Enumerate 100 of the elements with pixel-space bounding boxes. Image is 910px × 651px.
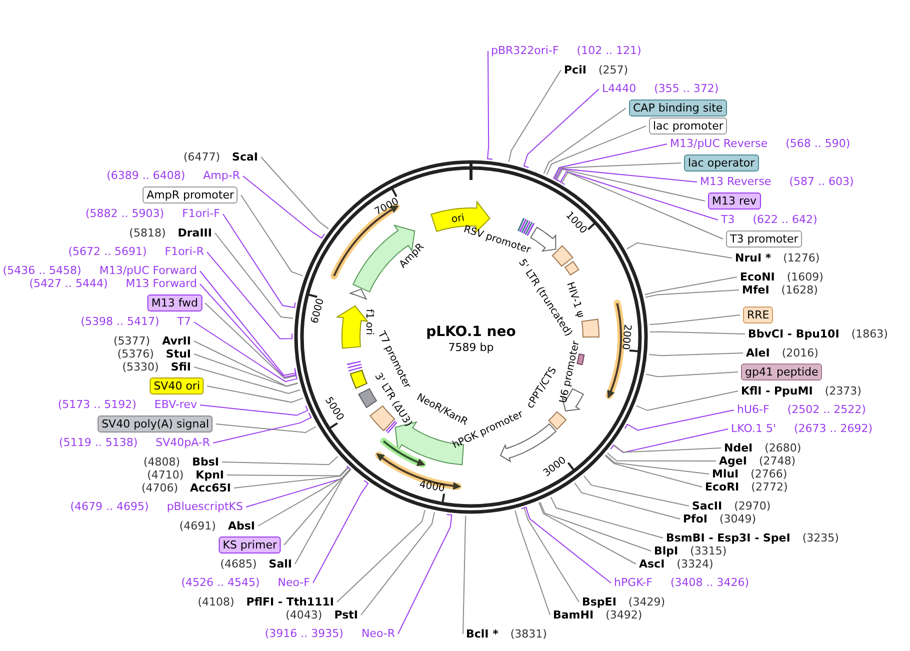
feature-tag: T3 promoter	[726, 230, 802, 248]
restriction-site-name: KpnI	[196, 468, 224, 482]
leader-line	[613, 444, 722, 453]
restriction-site-name: AgeI	[719, 454, 747, 468]
leader-line	[508, 70, 562, 162]
leader-line	[648, 352, 744, 356]
leader-line	[583, 475, 690, 506]
feature-tag: CAP binding site	[629, 100, 727, 116]
site-position: (6477)	[183, 150, 220, 164]
plasmid-size: 7589 bp	[448, 341, 494, 354]
leader-line	[538, 502, 636, 564]
restriction-site-name: PflFI - Tth111I	[246, 596, 334, 608]
leader-line	[294, 469, 352, 564]
restriction-site-name: NdeI	[724, 442, 753, 454]
site-position: (2373)	[824, 384, 862, 398]
leader-line	[645, 290, 740, 298]
leader-line	[246, 466, 352, 508]
restriction-site-name: AvrII	[162, 334, 191, 348]
primer-name: M13/pUC Reverse	[670, 137, 768, 151]
site-position: (3235)	[802, 532, 839, 544]
primer-position: (587 .. 603)	[789, 175, 854, 189]
restriction-site-name: EcoRI	[705, 480, 740, 494]
leader-line	[242, 176, 325, 239]
restriction-site-name: ScaI	[232, 150, 258, 164]
leader-line	[194, 354, 299, 387]
primer-name: hPGK-F	[614, 576, 652, 590]
primer-position: (2502 .. 2522)	[787, 403, 866, 417]
leader-line	[604, 455, 702, 488]
feature-tag: SV40 ori	[150, 378, 204, 394]
leader-line	[561, 172, 724, 240]
restriction-site-name: BlpI	[654, 544, 678, 558]
primer-position: (5173 .. 5192)	[58, 398, 136, 412]
leader-line	[553, 144, 668, 181]
leader-line	[206, 386, 304, 403]
feature-label: ori	[450, 212, 466, 226]
feature-tag: lac promoter	[649, 118, 728, 134]
leader-line	[574, 482, 680, 520]
site-position: (3429)	[628, 596, 665, 608]
site-position: (3831)	[510, 628, 547, 640]
leader-line	[206, 252, 292, 340]
restriction-site-name: SacII	[692, 500, 722, 512]
primer-position: (5672 .. 5691)	[68, 245, 147, 259]
primer-name: EBV-rev	[154, 398, 197, 412]
feature-tag: gp41 peptide	[741, 364, 822, 380]
scale-number: 4000	[418, 479, 446, 494]
site-position: (1863)	[851, 328, 888, 340]
restriction-site-name: Acc65I	[190, 482, 231, 494]
leader-line	[646, 372, 738, 378]
feature-tag: AmpR promoter	[142, 186, 238, 204]
leader-line	[524, 507, 580, 602]
primer-name: pBR322ori-F	[491, 44, 559, 58]
leader-line	[649, 331, 746, 334]
primer-position: (102 .. 121)	[576, 44, 642, 58]
leader-line	[605, 454, 710, 474]
site-position: (5377)	[114, 334, 150, 348]
restriction-site-name: BbvCI - Bpu10I	[748, 328, 840, 340]
leader-line	[194, 340, 298, 387]
leader-line	[200, 404, 308, 416]
primer-position: (6389 .. 6408)	[106, 169, 186, 183]
primer-position: (3408 .. 3426)	[670, 576, 750, 590]
primer-position: (5398 .. 5417)	[80, 315, 160, 329]
primer-name: L4440	[602, 82, 636, 96]
site-position: (4808)	[144, 456, 180, 468]
primer-name: pBluescriptKS	[166, 500, 243, 514]
site-position: (2970)	[734, 500, 771, 512]
leader-line	[550, 496, 664, 538]
site-position: (2772)	[751, 480, 788, 494]
leader-line	[312, 480, 369, 584]
site-position: (257)	[598, 64, 628, 76]
scale-number: 2000	[619, 324, 633, 350]
leader-line	[514, 510, 550, 616]
primer-name: M13/pUC Forward	[99, 264, 197, 278]
leader-line	[554, 168, 698, 182]
restriction-site-name: MfeI	[742, 284, 770, 296]
feature-tag: lac operator	[684, 154, 759, 172]
leader-line	[520, 506, 612, 584]
restriction-site-name: BspEI	[582, 596, 616, 608]
leader-line	[216, 424, 316, 434]
restriction-site-name: PciI	[564, 64, 586, 76]
primer-name: F1ori-F	[182, 207, 220, 221]
restriction-site-name: AscI	[639, 558, 665, 570]
leader-line	[644, 276, 738, 296]
site-position: (2766)	[750, 468, 788, 480]
primer-position: (4679 .. 4695)	[70, 500, 149, 514]
primer-position: (5882 .. 5903)	[86, 207, 164, 221]
primer-position: (568 .. 590)	[786, 137, 850, 151]
site-position: (3315)	[690, 544, 727, 558]
primer-name: F1ori-R	[164, 245, 204, 259]
primer-name: M13 Forward	[126, 277, 197, 291]
leader-line	[543, 108, 626, 174]
leader-line	[636, 390, 738, 411]
leader-line	[194, 366, 300, 394]
leader-line	[486, 50, 493, 160]
site-position: (4691)	[179, 520, 216, 532]
leader-line	[194, 322, 298, 382]
leader-line	[234, 467, 349, 488]
site-position: (4710)	[147, 468, 184, 482]
feature-tag: M13 fwd	[147, 294, 202, 312]
primer-name: hU6-F	[737, 403, 770, 417]
leader-line	[222, 456, 338, 466]
